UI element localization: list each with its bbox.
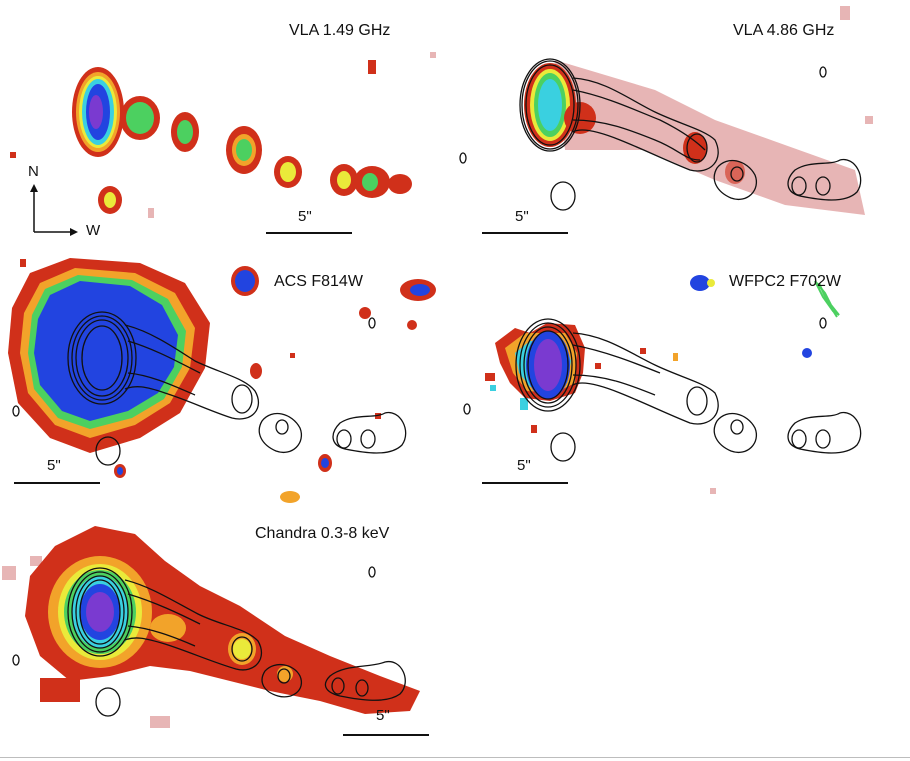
panel-vla-1-49: VLA 1.49 GHz 5" N W [0, 0, 455, 253]
panel-vla-4-86-image [459, 6, 873, 215]
panel-chandra-label: Chandra 0.3-8 keV [255, 525, 390, 542]
panel-chandra-scale-label: 5" [376, 707, 390, 724]
panel-acs-f814w-image [8, 258, 436, 503]
bottom-rule [0, 757, 910, 758]
panel-acs-f814w: ACS F814W 5" [0, 253, 455, 506]
panel-wfpc2-f702w-image [463, 275, 862, 494]
panel-vla-1-49-label: VLA 1.49 GHz [289, 22, 391, 39]
panel-vla-4-86-scale-bar [482, 232, 568, 234]
panel-wfpc2-f702w: WFPC2 F702W 5" [455, 253, 910, 506]
panel-vla-1-49-image [10, 52, 436, 218]
panel-vla-4-86-label: VLA 4.86 GHz [733, 22, 835, 39]
panel-chandra-scale-bar [343, 734, 429, 736]
panel-acs-f814w-scale-bar [14, 482, 100, 484]
panel-acs-f814w-scale-label: 5" [47, 457, 61, 474]
panel-acs-f814w-label: ACS F814W [274, 273, 363, 290]
panel-chandra: Chandra 0.3-8 keV 5" [0, 506, 455, 759]
compass-west-label: W [86, 222, 101, 239]
panel-wfpc2-f702w-label: WFPC2 F702W [729, 273, 842, 290]
panel-wfpc2-f702w-scale-label: 5" [517, 457, 531, 474]
panel-vla-1-49-scale-bar [266, 232, 352, 234]
panel-vla-4-86-scale-label: 5" [515, 208, 529, 225]
compass-arrows [30, 184, 78, 236]
panel-vla-1-49-scale-label: 5" [298, 208, 312, 225]
panel-chandra-image [2, 526, 420, 728]
compass-north-label: N [28, 163, 39, 180]
panel-vla-4-86: VLA 4.86 GHz 5" [455, 0, 910, 253]
panel-wfpc2-f702w-scale-bar [482, 482, 568, 484]
